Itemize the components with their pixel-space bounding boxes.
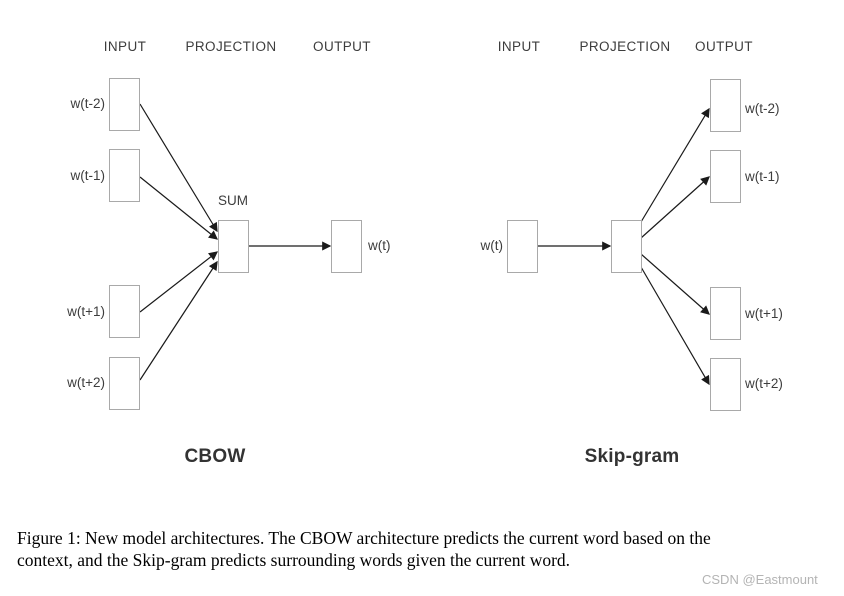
- cbow-sum-label: SUM: [218, 193, 248, 208]
- skipgram-output-box-wt+1: [710, 287, 741, 340]
- cbow-sum-box: [218, 220, 249, 273]
- figure-caption-line2: context, and the Skip-gram predicts surr…: [17, 549, 571, 570]
- cbow-header-output: OUTPUT: [313, 39, 371, 54]
- skipgram-arrow-projection-to-wt-2: [640, 107, 710, 223]
- cbow-input-label-wt+2: w(t+2): [67, 375, 105, 390]
- skipgram-header-projection: PROJECTION: [579, 39, 671, 54]
- skipgram-input-box: [507, 220, 538, 273]
- cbow-output-label: w(t): [368, 238, 391, 253]
- skipgram-output-box-wt-2: [710, 79, 741, 132]
- skipgram-output-label-wt-1: w(t-1): [745, 169, 780, 184]
- cbow-input-label-wt+1: w(t+1): [67, 304, 105, 319]
- cbow-input-box-wt-1: [109, 149, 140, 202]
- cbow-arrow-wt+1-to-sum: [139, 251, 219, 313]
- skipgram-output-label-wt-2: w(t-2): [745, 101, 780, 116]
- cbow-input-label-wt-1: w(t-1): [70, 168, 106, 183]
- skipgram-header-input: INPUT: [497, 39, 541, 54]
- skipgram-arrow-projection-to-wt+1: [640, 253, 710, 315]
- cbow-arrow-wt-2-to-sum: [139, 103, 218, 233]
- cbow-input-box-wt-2: [109, 78, 140, 131]
- cbow-title: CBOW: [184, 446, 246, 467]
- skipgram-header-output: OUTPUT: [695, 39, 753, 54]
- skipgram-output-box-wt+2: [710, 358, 741, 411]
- cbow-header-projection: PROJECTION: [185, 39, 277, 54]
- cbow-input-box-wt+1: [109, 285, 140, 338]
- skipgram-input-label: w(t): [480, 238, 504, 253]
- cbow-output-box: [331, 220, 362, 273]
- skipgram-output-label-wt+2: w(t+2): [745, 376, 783, 391]
- cbow-arrow-wt-1-to-sum: [139, 176, 218, 240]
- figure-caption-line1: Figure 1: New model architectures. The C…: [17, 528, 711, 548]
- csdn-watermark: CSDN @Eastmount: [702, 572, 818, 587]
- cbow-arrow-wt+2-to-sum: [139, 260, 218, 381]
- figure-caption: Figure 1: New model architectures. The C…: [17, 528, 817, 571]
- skipgram-arrow-projection-to-wt+2: [640, 266, 710, 386]
- cbow-input-box-wt+2: [109, 357, 140, 410]
- skipgram-output-label-wt+1: w(t+1): [745, 306, 783, 321]
- skipgram-arrow-projection-to-wt-1: [640, 176, 710, 239]
- cbow-input-label-wt-2: w(t-2): [70, 96, 106, 111]
- skipgram-output-box-wt-1: [710, 150, 741, 203]
- cbow-header-input: INPUT: [103, 39, 147, 54]
- skipgram-title: Skip-gram: [584, 446, 680, 467]
- skipgram-projection-box: [611, 220, 642, 273]
